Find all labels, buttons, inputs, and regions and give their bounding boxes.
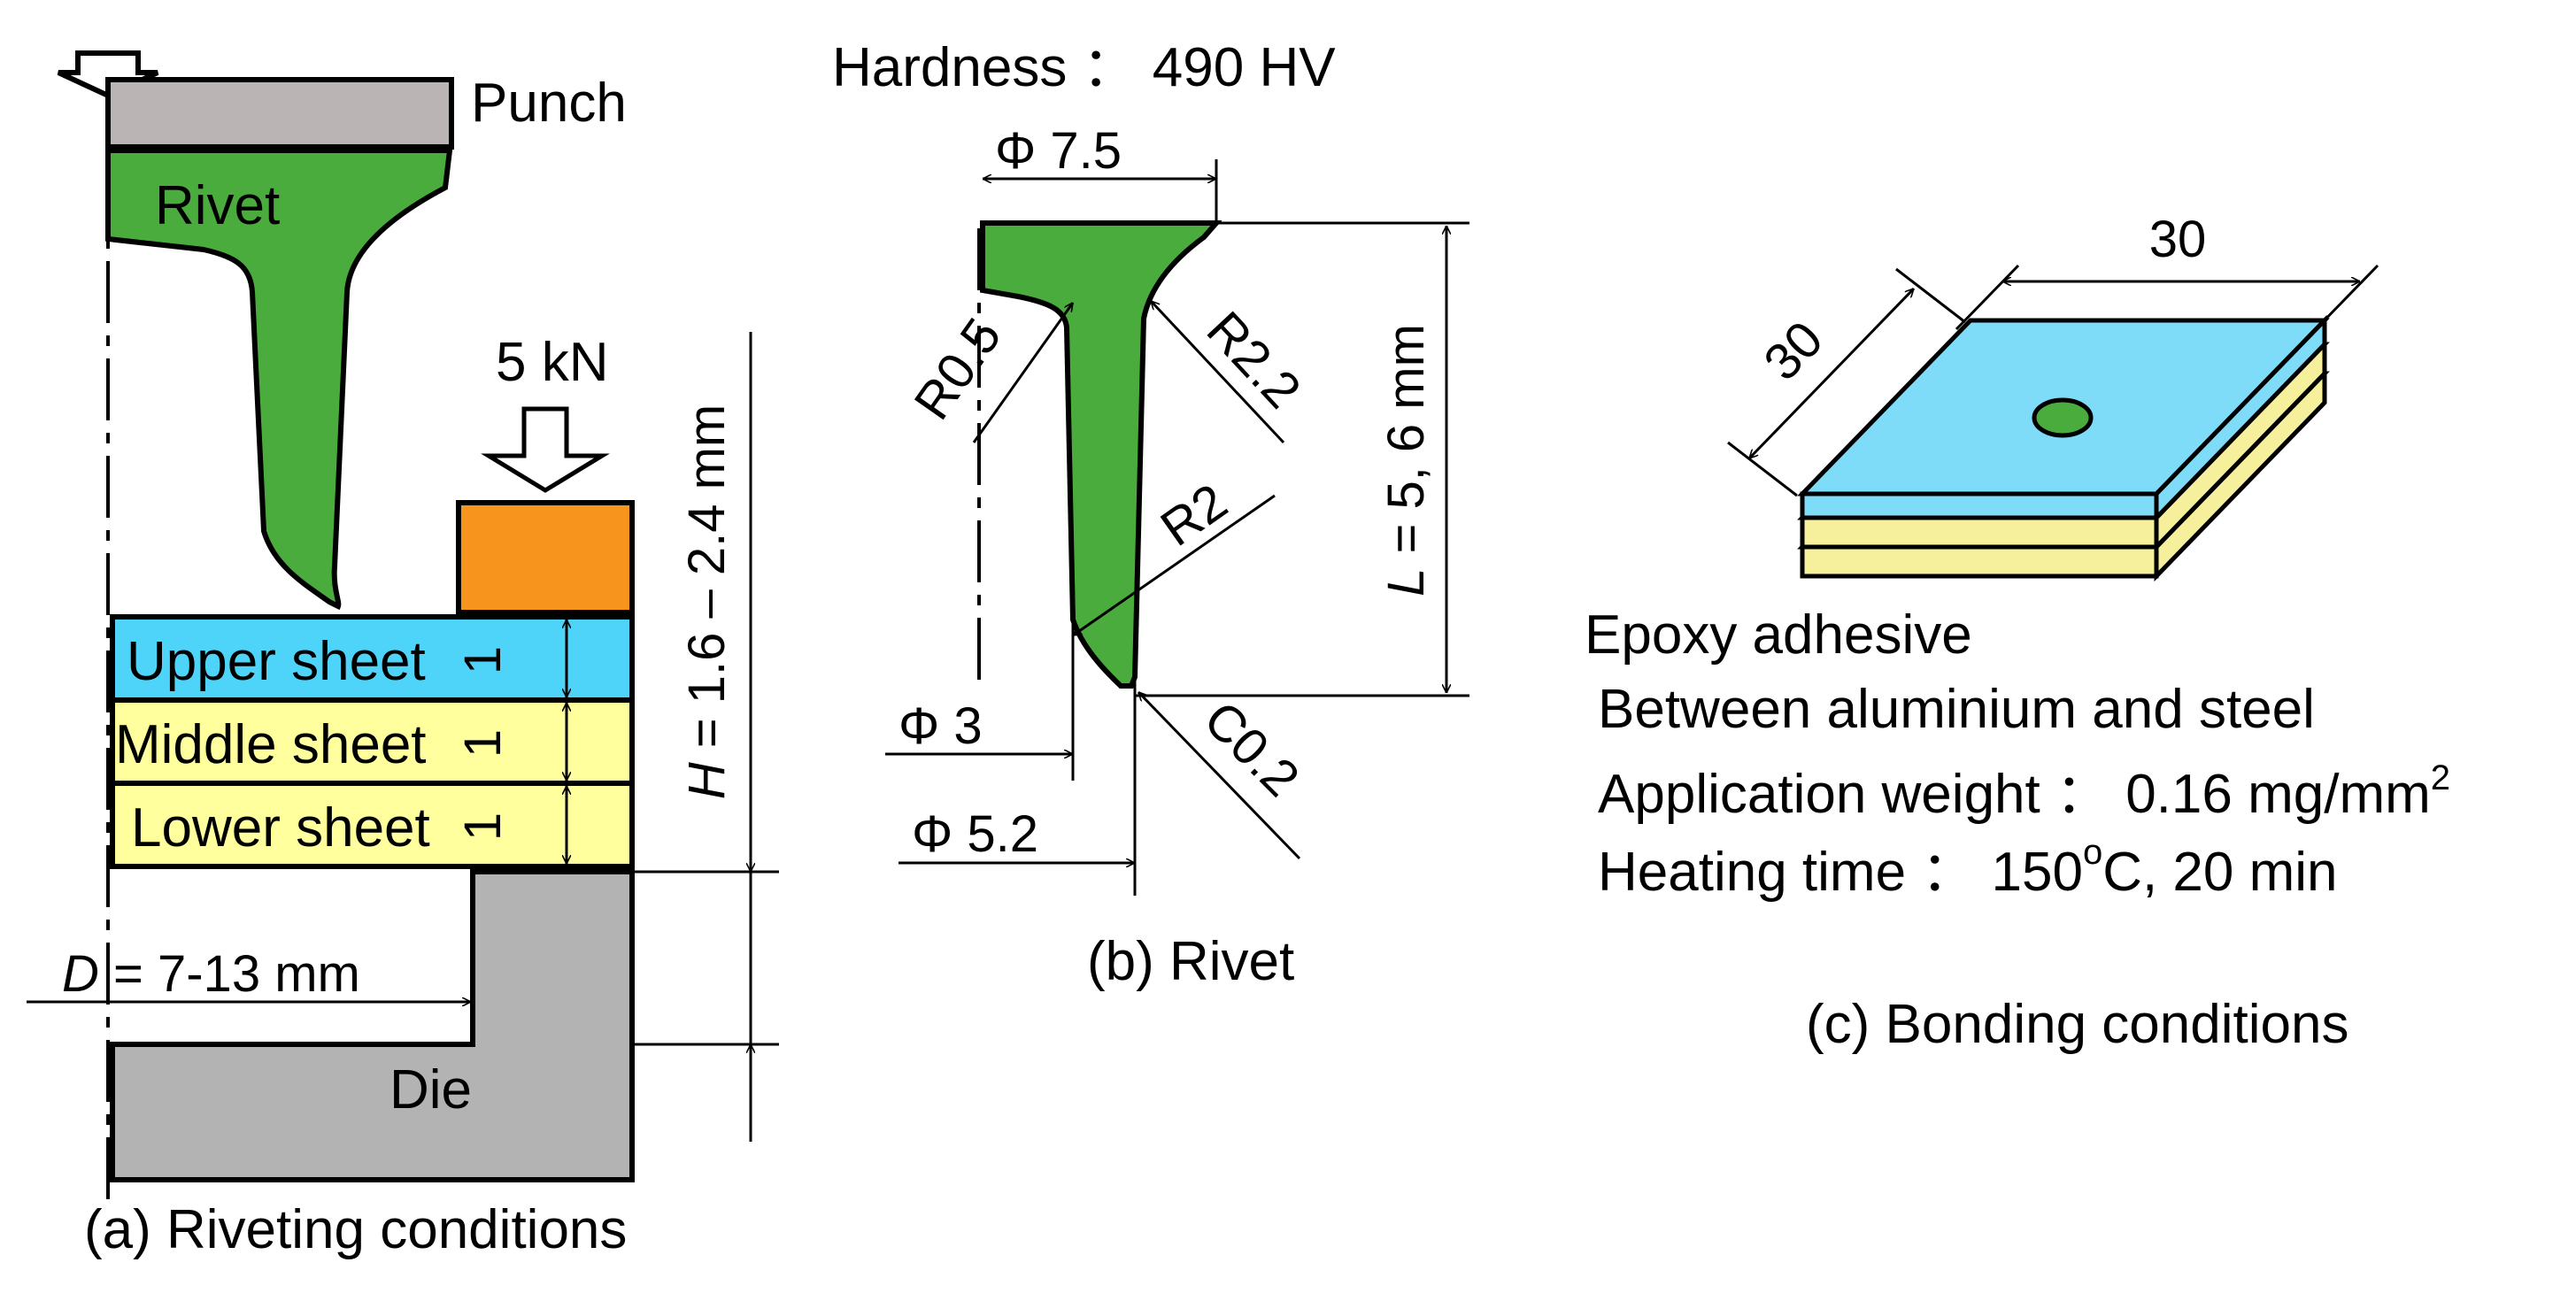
die-label: Die	[389, 1059, 472, 1120]
chamfer-leader	[1138, 692, 1301, 860]
force-arrow	[481, 406, 610, 493]
r-tip-leader	[1073, 494, 1276, 637]
punch	[105, 77, 454, 150]
rivet-a	[105, 148, 453, 611]
l-dimension-label: L = 5, 6 mm	[1377, 324, 1435, 597]
upper-thickness: 1	[454, 646, 512, 674]
chamfer-label: C0.2	[1192, 690, 1310, 808]
depth-ext-front	[1727, 441, 1798, 497]
width-ext-right	[2314, 264, 2379, 331]
adhesive-heating: Heating time ： 150oC, 20 min	[1598, 833, 2338, 903]
plate-lower-front	[1800, 544, 2159, 579]
middle-thickness: 1	[454, 729, 512, 758]
punch-label: Punch	[471, 73, 627, 134]
depth-dim-label: 30	[1753, 311, 1834, 392]
plate-upper-front	[1800, 491, 2159, 520]
head-diameter-label: Φ 7.5	[995, 122, 1122, 180]
die	[110, 869, 635, 1182]
depth-ext-back	[1895, 267, 1966, 324]
h-dimension-label: H = 1.6 – 2.4 mm	[678, 404, 736, 799]
adhesive-weight: Application weight ： 0.16 mg/mm2	[1598, 758, 2450, 825]
width-ext-left	[1955, 264, 2020, 331]
rivet-label-a: Rivet	[155, 175, 280, 236]
upper-sheet	[110, 614, 635, 703]
caption-b: (b) Rivet	[1087, 931, 1294, 992]
hardness-label: Hardness ： 490 HV	[832, 37, 1336, 98]
r-fillet-label: R2.2	[1196, 301, 1312, 420]
r-tip-label: R2	[1151, 473, 1238, 558]
lower-thickness: 1	[454, 812, 512, 841]
r-fillet-leader	[1151, 301, 1285, 444]
panel-rivet: Hardness ： 490 HV Φ 7.5 R0.5 R2.2 R2 L =…	[832, 37, 1469, 992]
inner-diameter-label: Φ 3	[899, 697, 983, 755]
outer-diameter-label: Φ 5.2	[912, 805, 1038, 863]
middle-sheet-label: Middle sheet	[115, 714, 427, 775]
r-head-leader	[972, 303, 1075, 443]
panel-riveting-conditions: Punch Rivet 5 kN Upper sheet Middle shee…	[27, 50, 779, 1260]
adhesive-title: Epoxy adhesive	[1585, 604, 1972, 666]
plate-upper-side	[2154, 314, 2327, 524]
rivet-spot	[2032, 397, 2094, 438]
plate-middle-front	[1800, 515, 2159, 550]
panel-bonding-conditions: 30 30 Epoxy adhesive Between aluminium a…	[1585, 211, 2450, 1055]
force-label: 5 kN	[496, 332, 608, 393]
upper-sheet-label: Upper sheet	[127, 631, 426, 692]
caption-c: (c) Bonding conditions	[1806, 994, 2348, 1055]
width-dim-label: 30	[2149, 211, 2207, 268]
depth-dim-line	[1749, 289, 1914, 458]
lower-sheet	[110, 781, 635, 869]
rivet-b	[980, 220, 1222, 689]
d-dimension-label: D = 7-13 mm	[62, 945, 360, 1003]
lower-sheet-label: Lower sheet	[131, 797, 430, 858]
blank-holder	[456, 500, 635, 615]
adhesive-between: Between aluminium and steel	[1598, 679, 2315, 740]
caption-a: (a) Riveting conditions	[84, 1199, 627, 1260]
